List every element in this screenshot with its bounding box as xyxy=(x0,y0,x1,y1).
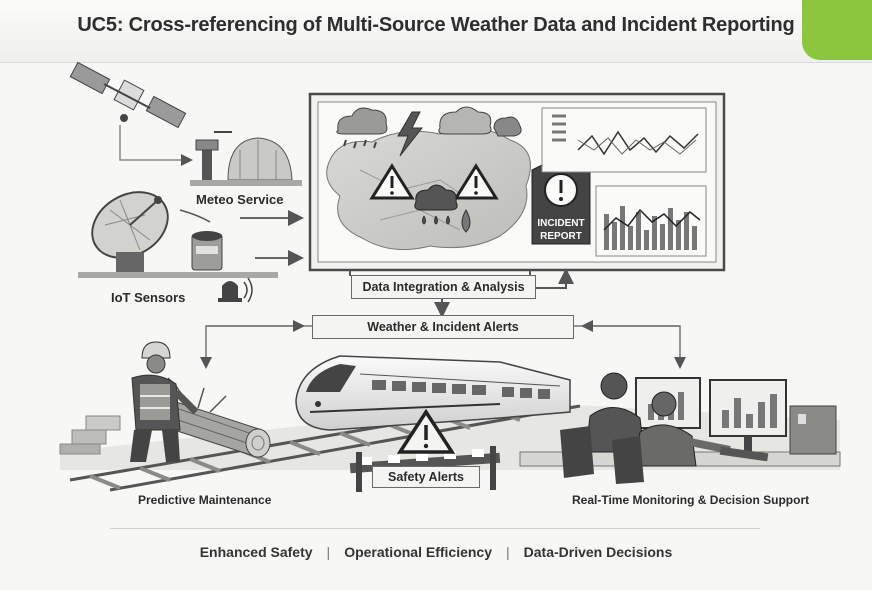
incident-badge-line-2: REPORT xyxy=(540,231,582,242)
bricks-icon xyxy=(59,415,121,455)
sensor-device-icon xyxy=(191,231,223,271)
footer-item: Data-Driven Decisions xyxy=(523,544,673,560)
footer-benefits: Enhanced Safety | Operational Efficiency | D… xyxy=(0,544,872,560)
chair-icon xyxy=(560,426,644,484)
keyboard-icon xyxy=(719,446,769,462)
radar-dish-icon xyxy=(78,191,278,278)
satellite-icon xyxy=(69,61,187,129)
alerts-box: Weather & Incident Alerts xyxy=(312,315,574,339)
footer-divider xyxy=(110,528,760,529)
equipment-rack-icon xyxy=(789,405,837,455)
predictive-maintenance-label: Predictive Maintenance xyxy=(138,493,272,507)
weather-station-icon xyxy=(190,131,302,186)
safety-alerts-box: Safety Alerts xyxy=(372,466,480,488)
train-icon xyxy=(295,355,571,431)
incident-report-badge: INCIDENT REPORT xyxy=(531,163,591,245)
integration-box: Data Integration & Analysis xyxy=(351,275,536,299)
water-drop-icon xyxy=(461,208,471,233)
siren-icon xyxy=(218,277,253,303)
cloud-icon xyxy=(438,106,522,137)
line-chart-panel xyxy=(541,107,707,173)
footer-separator: | xyxy=(326,544,331,560)
warning-icon xyxy=(396,408,456,454)
page-title: UC5: Cross-referencing of Multi-Source W… xyxy=(77,14,795,36)
iot-sensors-label: IoT Sensors xyxy=(111,290,186,305)
rain-cloud-icon xyxy=(336,107,388,149)
lightning-icon xyxy=(397,111,424,157)
warning-icon xyxy=(453,163,499,200)
accent-corner xyxy=(802,0,872,60)
incident-badge-line-1: INCIDENT xyxy=(537,218,584,229)
bar-chart-panel xyxy=(595,185,707,257)
header-bar: UC5: Cross-referencing of Multi-Source W… xyxy=(0,0,872,63)
footer-item: Enhanced Safety xyxy=(199,544,313,560)
warning-icon xyxy=(369,163,415,200)
monitoring-label: Real-Time Monitoring & Decision Support xyxy=(572,493,810,507)
footer-item: Operational Efficiency xyxy=(344,544,493,560)
footer-separator: | xyxy=(506,544,510,560)
worker-icon xyxy=(130,341,199,462)
monitor-icon xyxy=(709,379,787,452)
meteo-service-label: Meteo Service xyxy=(196,192,284,207)
storm-cloud-icon xyxy=(414,184,458,225)
